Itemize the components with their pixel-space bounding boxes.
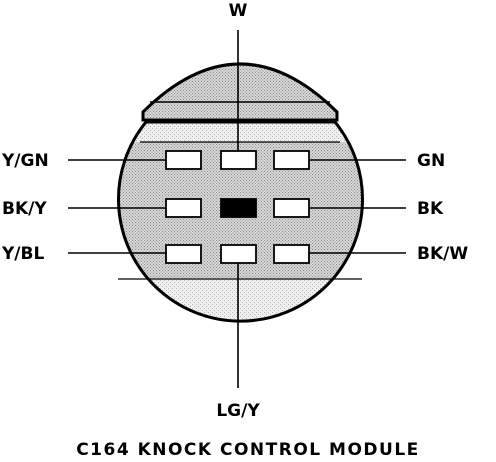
wire-label-right-middle: BK	[417, 199, 444, 219]
cavity-r1-c3	[273, 150, 310, 170]
wire-label-left-middle: BK/Y	[2, 199, 47, 219]
cavity-r2-c3	[273, 198, 310, 218]
wire-label-left-lower: Y/BL	[1, 244, 44, 264]
cavity-r2-c2-blocked	[220, 198, 257, 218]
wire-label-right-lower: BK/W	[417, 244, 468, 264]
wire-label-right-upper: GN	[417, 151, 445, 171]
wire-label-bottom: LG/Y	[216, 401, 260, 421]
cavity-r1-c2	[220, 150, 257, 170]
cavity-r3-c3	[273, 244, 310, 264]
cavity-r3-c2	[220, 244, 257, 264]
cavity-r3-c1	[165, 244, 202, 264]
wire-label-left-upper: Y/GN	[1, 151, 49, 171]
cavity-r2-c1	[165, 198, 202, 218]
leader-lines	[68, 30, 406, 388]
connector-body-outline	[117, 120, 364, 323]
connector-key-cap	[141, 62, 339, 122]
pin-cavities	[165, 150, 310, 264]
cavity-r1-c1	[165, 150, 202, 170]
diagram-caption: C164 KNOCK CONTROL MODULE	[76, 440, 420, 460]
wire-label-top: W	[229, 1, 248, 21]
